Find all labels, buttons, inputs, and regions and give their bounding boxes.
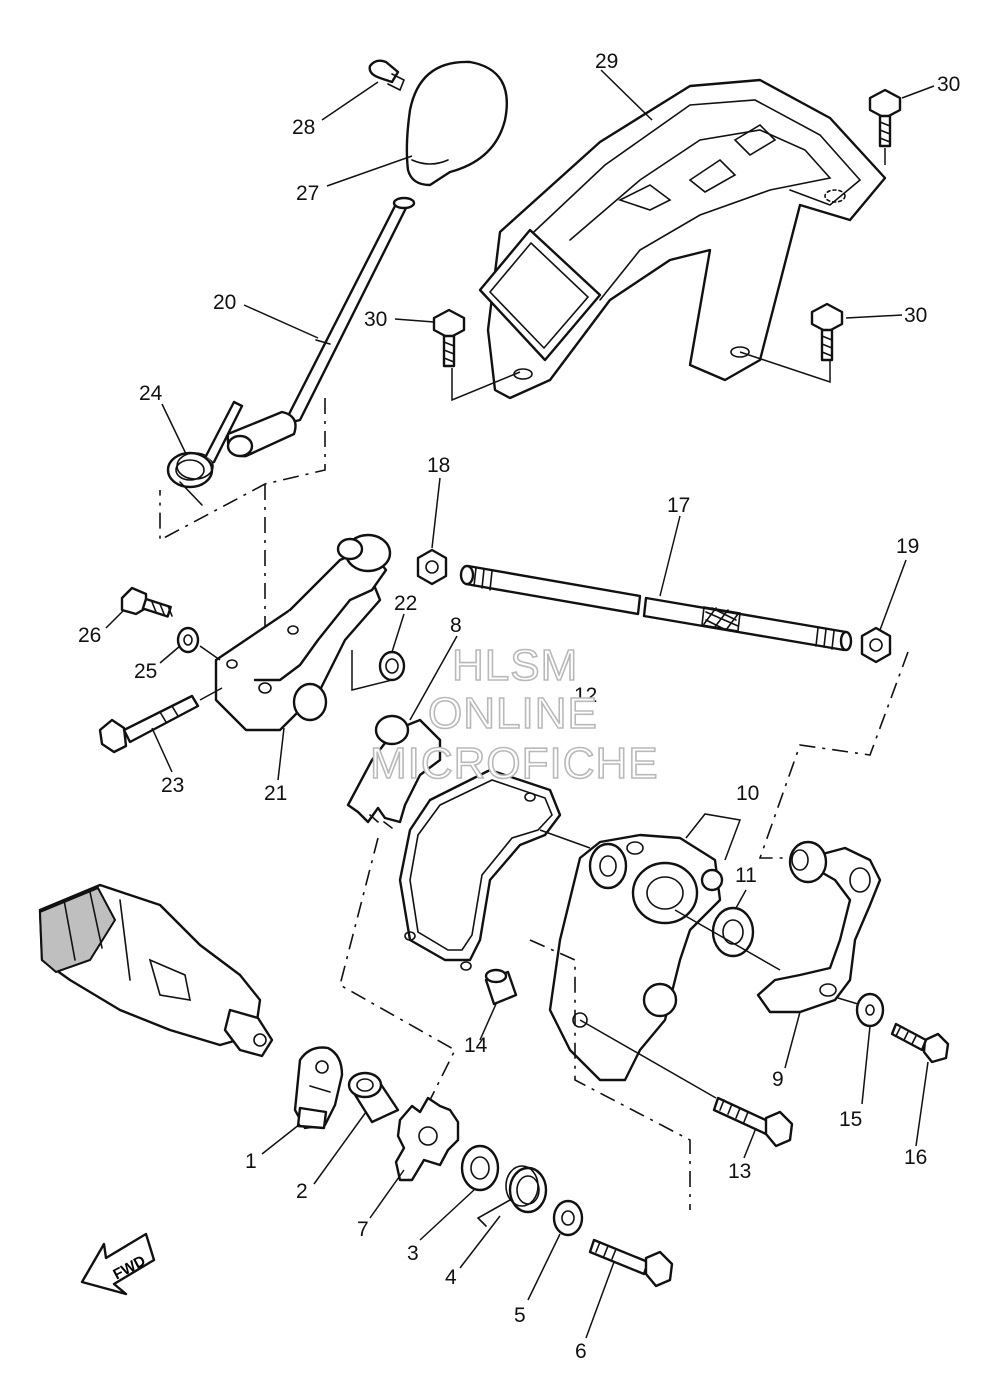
shift-arm-assembly[interactable]: [214, 533, 392, 732]
forward-arrow: FWD: [80, 1232, 156, 1296]
callout-19: 19: [896, 535, 919, 558]
washer-3[interactable]: [460, 1144, 500, 1192]
watermark-line-3: MICROFICHE: [370, 739, 659, 788]
bolt-30-right[interactable]: [810, 302, 844, 362]
shift-shaft-cover[interactable]: [548, 833, 724, 1082]
bolt-16[interactable]: [890, 1022, 950, 1064]
oil-seal-11[interactable]: [711, 906, 755, 958]
callout-23: 23: [161, 774, 184, 797]
bolt-23[interactable]: [98, 694, 200, 754]
nut-19[interactable]: [860, 626, 892, 664]
shift-lever-rod[interactable]: [226, 196, 416, 458]
bolt-13[interactable]: [712, 1096, 794, 1148]
callout-29: 29: [595, 50, 618, 73]
callout-numbers: 1 2 3 4 5 6 7 8 9 10 11 12 13 14 15 16 1…: [78, 50, 960, 1363]
shift-shaft[interactable]: [459, 564, 853, 652]
circlip-22[interactable]: [378, 650, 406, 682]
gasket[interactable]: [398, 768, 562, 971]
washer-25[interactable]: [176, 626, 200, 654]
callout-4: 4: [445, 1266, 457, 1289]
callout-25: 25: [134, 660, 157, 683]
knob-screw[interactable]: [368, 59, 406, 92]
collar-2[interactable]: [347, 1071, 400, 1124]
spring-4[interactable]: [476, 1165, 548, 1227]
shift-knob[interactable]: [405, 60, 508, 187]
callout-30-top-right: 30: [937, 73, 960, 96]
shift-drum[interactable]: [38, 883, 274, 1058]
shift-segment[interactable]: [346, 714, 442, 829]
callout-24: 24: [139, 382, 163, 405]
bolt-26[interactable]: [120, 586, 173, 618]
nut-18[interactable]: [416, 548, 448, 586]
callout-17: 17: [667, 494, 690, 517]
callout-14: 14: [464, 1034, 488, 1057]
leader-lines: [105, 69, 935, 1339]
pawl-holder-7[interactable]: [394, 1096, 460, 1182]
dowel-pin-14[interactable]: [484, 968, 518, 1006]
callout-7: 7: [357, 1218, 369, 1241]
callout-20: 20: [213, 291, 236, 314]
watermark-line-2: ONLINE: [428, 689, 598, 738]
callout-21: 21: [264, 782, 287, 805]
callout-8: 8: [450, 614, 462, 637]
washer-5[interactable]: [552, 1199, 584, 1237]
callout-28: 28: [292, 116, 315, 139]
watermark-line-1: HLSM: [452, 641, 578, 690]
callout-26: 26: [78, 624, 101, 647]
stopper-lever[interactable]: [756, 840, 882, 1014]
bolt-30-left[interactable]: [432, 308, 466, 368]
callout-12: 12: [574, 684, 597, 707]
callout-16: 16: [904, 1146, 927, 1169]
callout-30-right: 30: [904, 304, 927, 327]
bolt-30-top-right[interactable]: [868, 88, 902, 165]
callout-18: 18: [427, 454, 450, 477]
lever-spring[interactable]: [166, 400, 244, 506]
callout-27: 27: [296, 182, 319, 205]
shift-guide-cover[interactable]: [478, 78, 887, 400]
callout-22: 22: [394, 592, 417, 615]
callout-9: 9: [772, 1068, 784, 1091]
segment-stopper-1[interactable]: [293, 1046, 344, 1130]
callout-3: 3: [407, 1242, 419, 1265]
callout-30-left: 30: [364, 308, 387, 331]
callout-11: 11: [735, 864, 757, 887]
callout-15: 15: [839, 1108, 862, 1131]
watermark: HLSM ONLINE MICROFICHE: [369, 640, 659, 789]
callout-6: 6: [575, 1340, 587, 1363]
washer-15[interactable]: [855, 992, 885, 1028]
callout-1: 1: [245, 1150, 257, 1173]
callout-13: 13: [728, 1160, 751, 1183]
callout-10: 10: [736, 782, 759, 805]
callout-2: 2: [296, 1180, 308, 1203]
callout-5: 5: [514, 1304, 526, 1327]
bolt-6[interactable]: [588, 1238, 674, 1288]
